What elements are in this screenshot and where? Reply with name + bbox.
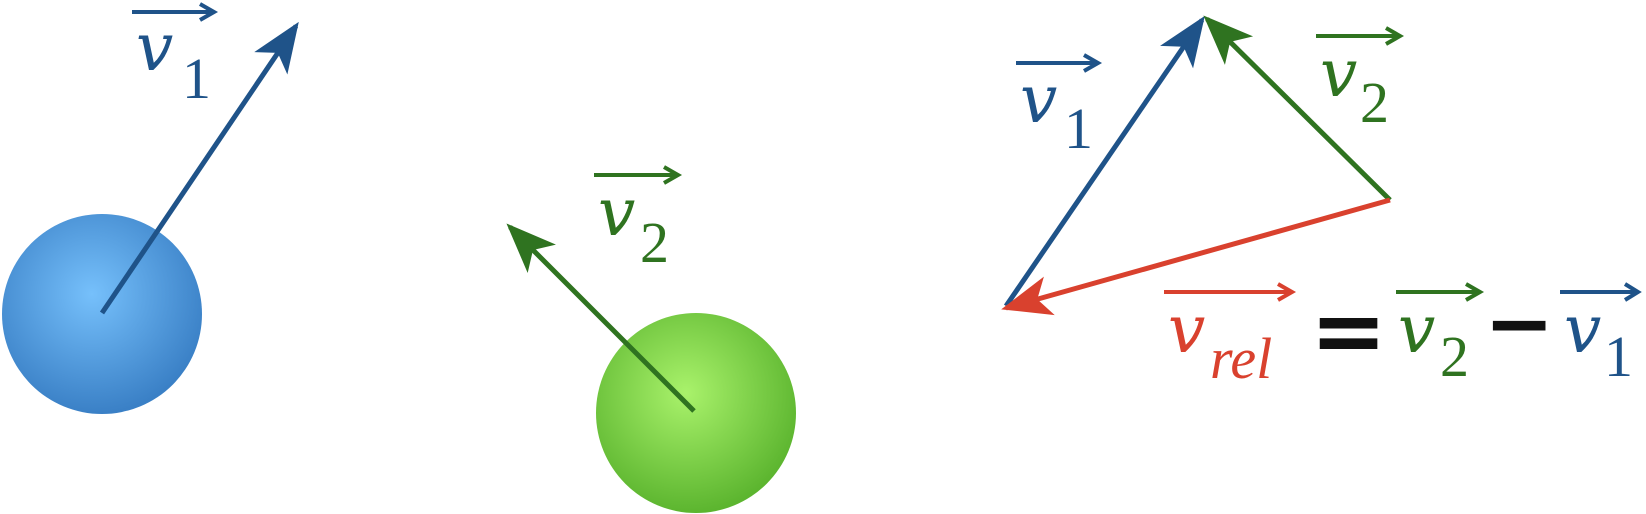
v-symbol: v [1020,61,1057,138]
subscript-1: 1 [1604,324,1633,389]
ball-1 [2,214,202,414]
v-symbol: v [136,9,173,86]
vector-overline-head [663,165,683,185]
v1-label-triangle: v 1 [1016,53,1103,161]
v2-term: v 2 [1396,282,1485,389]
vector-overline-head [1465,282,1485,302]
subscript-2: 2 [1360,70,1389,135]
triangle-vrel-arrow [1001,197,1391,316]
subscript-1: 1 [182,46,211,111]
v2-label-middle: v 2 [594,165,683,275]
v-symbol: v [598,174,635,251]
vector-overline-head [1385,26,1405,46]
vector-overline-head [199,2,219,22]
minus-sign: − [1484,274,1554,372]
vector-overline-head [1623,282,1642,302]
v1-label-left: v 1 [132,2,219,111]
v2-label-triangle: v 2 [1316,26,1405,135]
subscript-rel: rel [1210,326,1272,391]
v-symbol: v [1564,291,1601,368]
v1-arrow-ball [99,21,299,315]
subscript-2: 2 [1440,324,1469,389]
v-symbol: v [1398,291,1435,368]
v1-term: v 1 [1560,282,1642,389]
subscript-1: 1 [1064,96,1093,161]
equation: v rel = v 2 − v 1 [1164,274,1642,391]
equals-sign: = [1310,277,1387,384]
triangle-v1-arrow [1003,15,1205,308]
vector-overline-head [1277,282,1297,302]
subscript-2: 2 [640,210,669,275]
triangle-v2-arrow [1203,15,1392,202]
vrel-term: v rel [1164,282,1297,391]
v-symbol: v [1320,35,1357,112]
v-symbol: v [1168,291,1205,368]
vector-overline-head [1083,53,1103,73]
v2-arrow-ball [506,223,696,413]
